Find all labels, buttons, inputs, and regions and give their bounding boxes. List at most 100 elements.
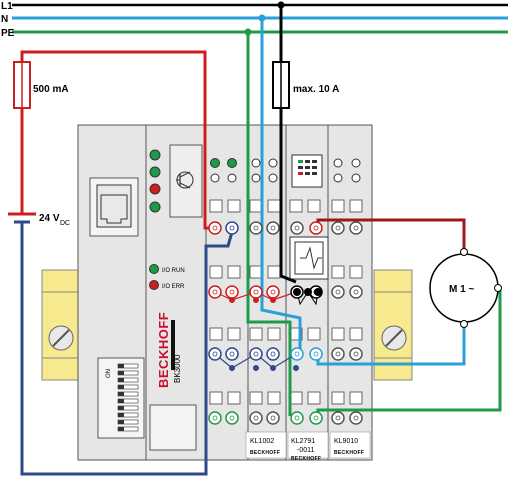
terminal-labels: KL1002 BECKHOFF KL2791 -0011 BECKHOFF KL… [245, 431, 371, 462]
terminal-screw-center [353, 415, 359, 421]
terminal-screw-center [253, 351, 259, 357]
io-err-led [149, 280, 159, 290]
rail-pe-label: PE [1, 28, 15, 39]
dip-switch-knob [118, 378, 124, 382]
terminal-screw-center [229, 289, 235, 295]
terminal-top-slots [209, 199, 363, 405]
terminal-screw-center [270, 351, 276, 357]
screw-points [208, 221, 363, 425]
kl2791-display [291, 154, 323, 188]
dip-switch[interactable]: ON [97, 357, 145, 439]
status-led-1 [149, 149, 161, 161]
io-run-led [149, 264, 159, 274]
wire-pe-drop [246, 32, 292, 416]
terminal-screw-center [353, 225, 359, 231]
io-run-label: I/O RUN [162, 268, 185, 274]
dip-switch-knob [118, 385, 124, 389]
dip-on-label: ON [106, 369, 112, 378]
terminal-screw-center [335, 351, 341, 357]
fuse-10a-label: max. 10 A [293, 84, 339, 95]
wire-l1-fused [279, 108, 297, 284]
rail-l1-label: L1 [1, 1, 13, 12]
motor: M 1 ~ [429, 248, 502, 328]
brand-bar [171, 320, 175, 370]
terminal-3-model: KL9010 [334, 438, 358, 445]
terminal-screw-center [335, 225, 341, 231]
terminal-screw-center [294, 225, 300, 231]
io-err-label: I/O ERR [162, 284, 185, 290]
terminal-screw-center [313, 351, 319, 357]
power-contact-dot [314, 288, 322, 296]
motor-label: M 1 ~ [449, 284, 474, 295]
terminal-2-brand: BECKHOFF [291, 456, 321, 462]
wire-24v-positive [20, 50, 212, 230]
coupler-brand: BECKHOFF [156, 312, 171, 388]
terminal-screw-center [270, 225, 276, 231]
triac-symbol [289, 236, 329, 280]
bus-bridge-dot [270, 365, 276, 371]
power-contact-dot [304, 288, 312, 296]
terminal-screw-center [212, 351, 218, 357]
dip-switch-knob [118, 427, 124, 431]
dip-switch-knob [118, 406, 124, 410]
terminal-screw-center [253, 225, 259, 231]
status-led-2 [149, 166, 161, 178]
wire-0v [20, 222, 234, 476]
terminal-screw-center [253, 415, 259, 421]
terminal-3-brand: BECKHOFF [334, 450, 364, 456]
terminal-leds [210, 158, 361, 183]
dip-switch-knob [118, 371, 124, 375]
din-rail-right [373, 269, 413, 381]
label-plate [149, 404, 197, 451]
fuse-500ma: 500 mA [13, 61, 69, 109]
transistor-symbol [169, 144, 203, 218]
supply-subscript: DC [60, 220, 70, 227]
bus-bridge-dot [293, 365, 299, 371]
terminal-screw-center [270, 415, 276, 421]
bus-bridge-dot [253, 297, 259, 303]
dip-switch-knob [118, 413, 124, 417]
terminal-screw-center [212, 289, 218, 295]
dip-switch-knob [118, 392, 124, 396]
terminal-2-model: KL2791 [291, 438, 315, 445]
bus-bridge-dot [253, 365, 259, 371]
mains-rails: L1 N PE [1, 1, 508, 39]
bus-coupler: I/O RUN I/O ERR BECKHOFF BK3000 ON [77, 124, 207, 461]
bus-bridge-dot [270, 297, 276, 303]
status-led-4 [149, 201, 161, 213]
terminal-screw-center [212, 415, 218, 421]
terminal-screw-center [335, 415, 341, 421]
status-led-3 [149, 183, 161, 195]
terminal-screw-center [270, 289, 276, 295]
terminal-1-brand: BECKHOFF [250, 450, 280, 456]
fuse-10a: max. 10 A [272, 61, 339, 109]
power-contact-dot [293, 288, 301, 296]
terminal-screw-center [313, 225, 319, 231]
terminal-screw-center [212, 225, 218, 231]
dip-switch-knob [118, 364, 124, 368]
terminal-screw-center [253, 289, 259, 295]
bus-bridge-dot [229, 365, 235, 371]
terminal-screw-center [294, 351, 300, 357]
bus-bridge-dot [229, 297, 235, 303]
dip-switch-knob [118, 420, 124, 424]
terminal-screw-center [294, 415, 300, 421]
din-rail-left [41, 269, 81, 381]
terminal-screw-center [335, 289, 341, 295]
terminal-screw-center [313, 415, 319, 421]
junction-dots [244, 1, 285, 36]
terminal-screw-center [353, 289, 359, 295]
terminal-2-model-suffix: -0011 [297, 447, 314, 454]
terminal-screw-center [229, 415, 235, 421]
ethernet-port[interactable] [89, 177, 139, 237]
terminal-screw-center [229, 225, 235, 231]
wire-n-drop [260, 18, 302, 354]
supply-voltage: 24 V [39, 213, 60, 224]
coupler-model: BK3000 [173, 354, 182, 383]
terminal-1-model: KL1002 [250, 438, 274, 445]
supply-24v: 24 V DC [8, 212, 70, 227]
dip-switch-knob [118, 399, 124, 403]
terminal-screw-center [353, 351, 359, 357]
rail-n-label: N [1, 14, 8, 25]
